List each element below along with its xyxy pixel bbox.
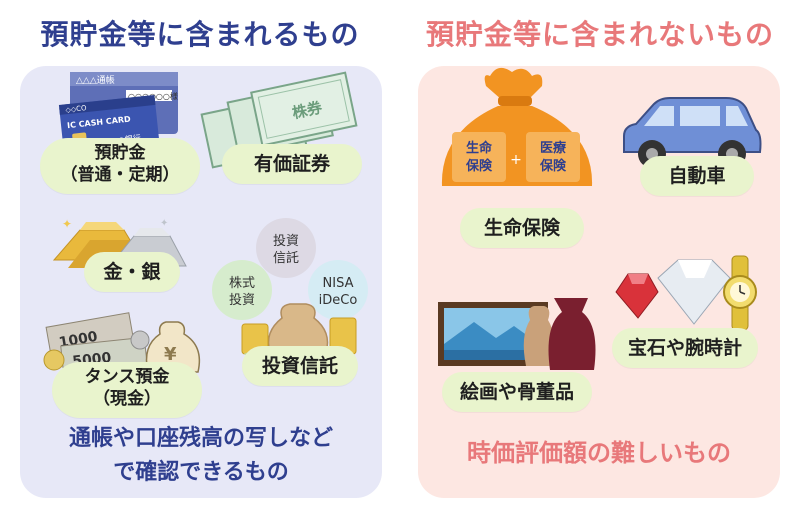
svg-text:医療: 医療 <box>540 140 567 156</box>
painting-antique-icon <box>438 298 596 370</box>
bubble-nisa-icon: NISA iDeCo <box>308 260 368 320</box>
left-title: 預貯金等に含まれるもの <box>40 18 360 51</box>
svg-text:投資: 投資 <box>273 233 299 249</box>
gold-silver-label: 金・銀 <box>84 252 180 292</box>
jewelry-watch-icon <box>615 255 757 331</box>
art-antiques-label: 絵画や骨董品 <box>442 372 592 412</box>
excluded-panel: 生命 保険 + 医療 保険 生命保険 自動車 絵画や骨董品 <box>418 66 780 498</box>
car-label: 自動車 <box>640 156 754 196</box>
bank-card-icon: △△△通帳 ○○○○○○様 ◇◇CO IC CASH CARD ○○銀行 <box>58 72 178 157</box>
life-insurance-label: 生命保険 <box>460 208 584 248</box>
svg-text:投資: 投資 <box>229 292 255 308</box>
excluded-footer: 時価評価額の難しいもの <box>467 439 731 467</box>
svg-text:NISA: NISA <box>323 276 354 291</box>
jewelry-watch-label: 宝石や腕時計 <box>612 328 758 368</box>
svg-text:生命: 生命 <box>466 140 493 156</box>
svg-text:株式: 株式 <box>229 276 255 291</box>
svg-text:保険: 保険 <box>539 158 567 174</box>
svg-text:iDeCo: iDeCo <box>319 293 358 308</box>
bubble-stock-icon: 株式 投資 <box>212 260 272 320</box>
svg-text:✦: ✦ <box>62 217 72 231</box>
svg-text:✦: ✦ <box>160 218 168 229</box>
tansu-cash-label: タンス預金 （現金） <box>52 362 202 418</box>
passbook-label: △△△通帳 <box>76 74 115 86</box>
securities-label: 有価証券 <box>222 144 362 184</box>
investment-trust-label: 投資信託 <box>242 346 358 386</box>
deposits-label: 預貯金 （普通・定期） <box>40 138 200 194</box>
included-panel: △△△通帳 ○○○○○○様 ◇◇CO IC CASH CARD ○○銀行 預貯金… <box>20 66 382 498</box>
svg-text:信託: 信託 <box>273 250 299 266</box>
included-footer: 通帳や口座残高の写しなど で確認できるもの <box>68 426 333 485</box>
car-icon <box>623 97 762 168</box>
svg-text:保険: 保険 <box>465 158 493 174</box>
insurance-bag-icon: 生命 保険 + 医療 保険 <box>441 67 593 186</box>
svg-text:+: + <box>510 152 522 168</box>
yen-symbol: ¥ <box>164 344 177 365</box>
bubble-trust-icon: 投資 信託 <box>256 218 316 278</box>
card-brand: ◇◇CO <box>65 104 87 114</box>
right-title: 預貯金等に含まれないもの <box>425 18 774 51</box>
